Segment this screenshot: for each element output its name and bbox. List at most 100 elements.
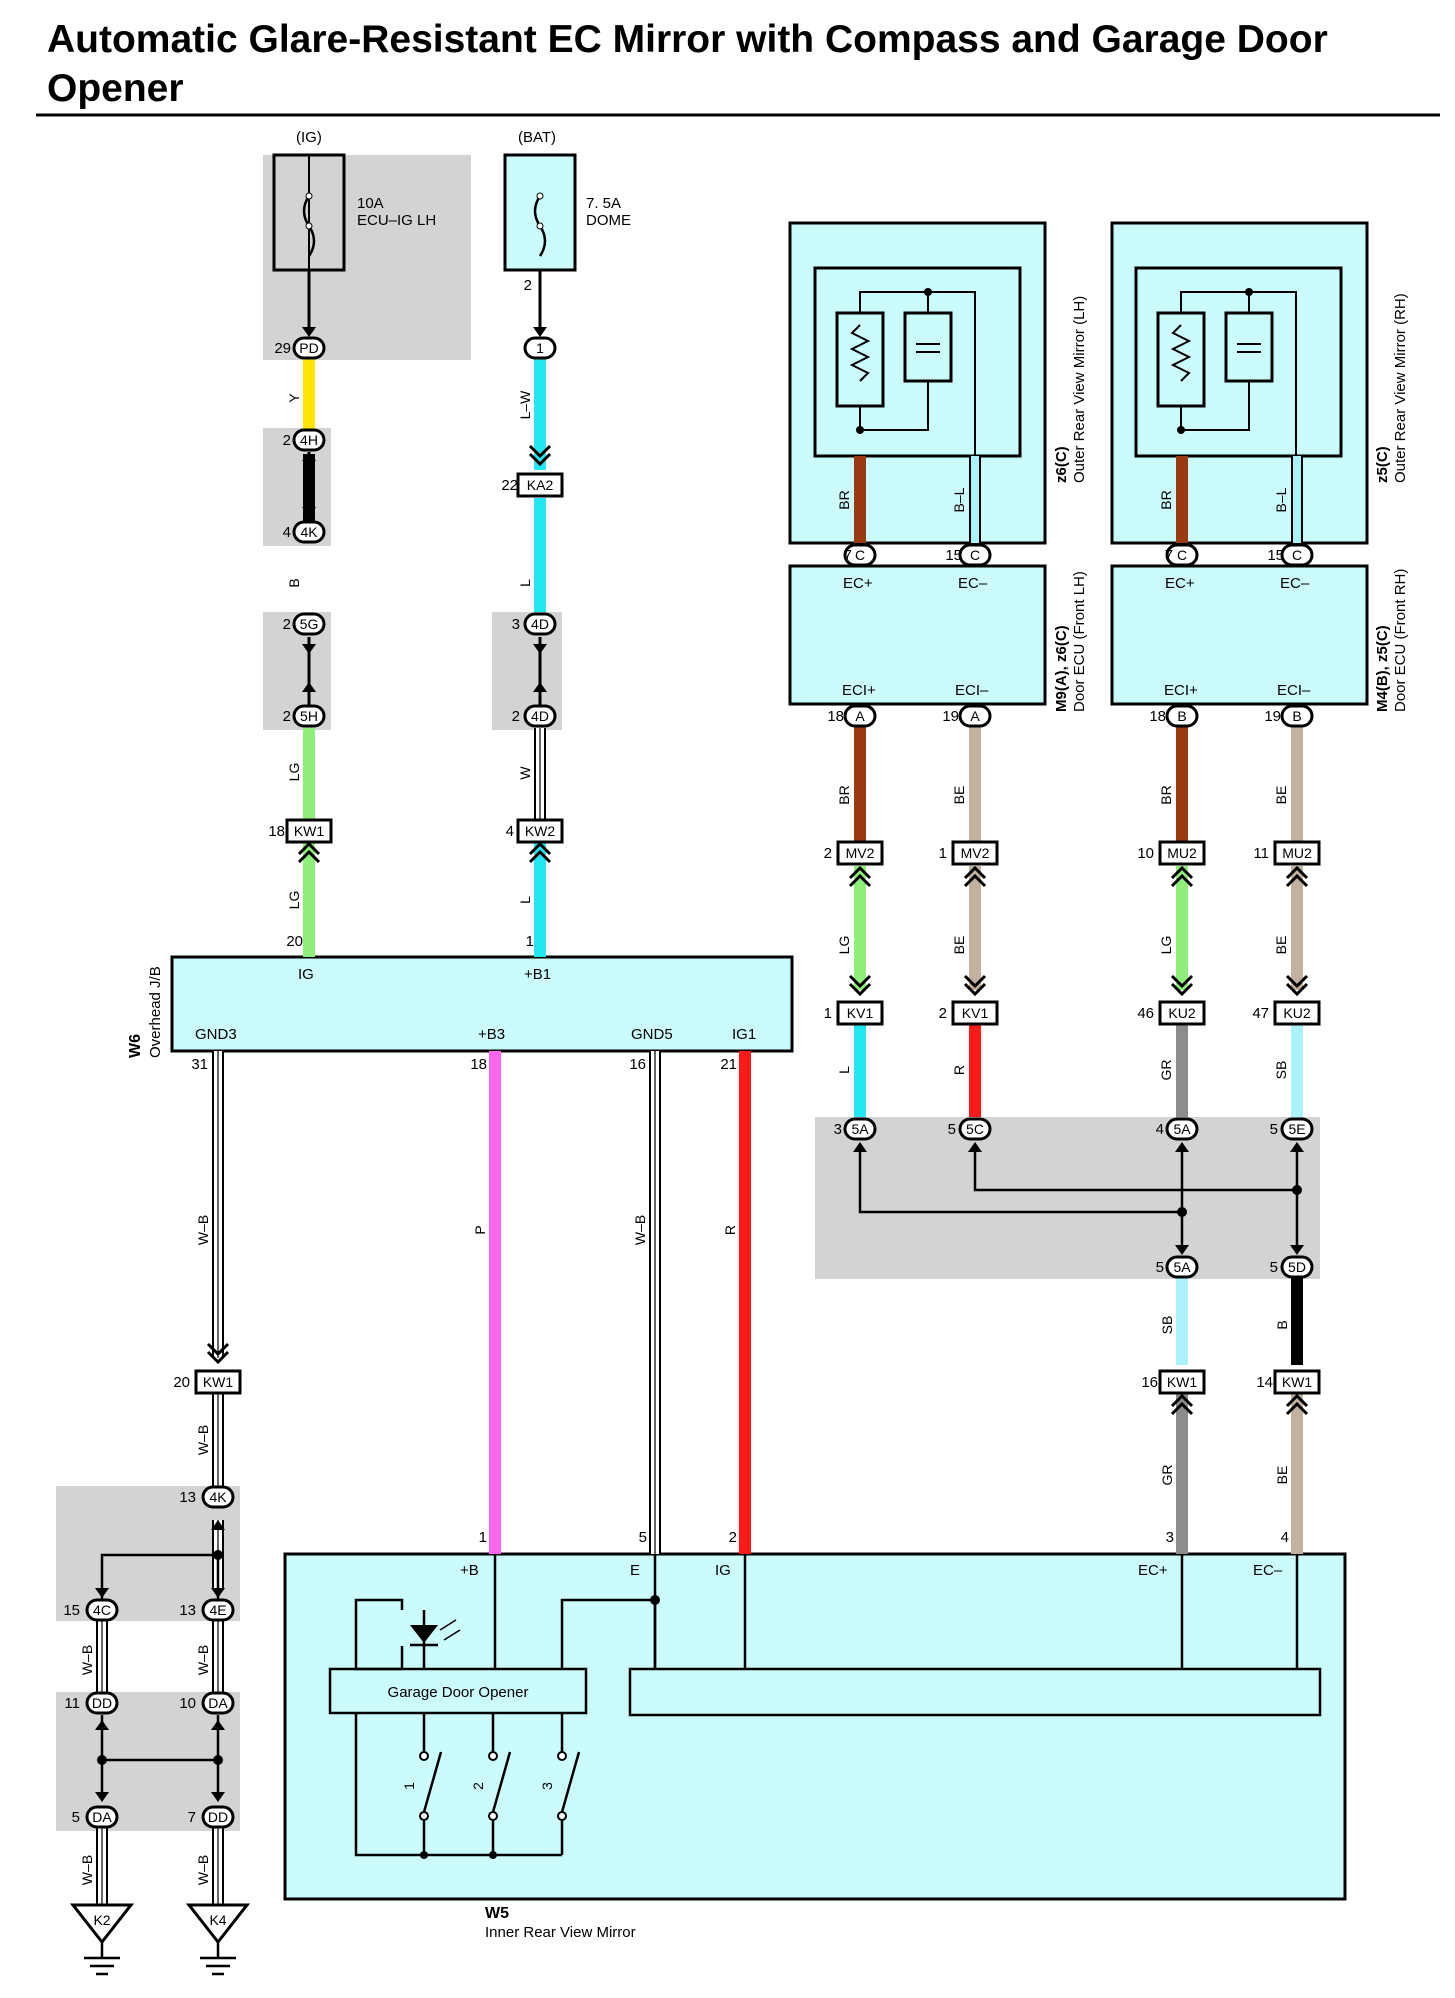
- connector-1: 1: [523, 336, 557, 360]
- chevron-mv2-minus-lh: [963, 865, 987, 888]
- pin-mv2-minus-lh: 1: [939, 845, 947, 862]
- ecu-lh-eci-plus: ECI+: [842, 682, 876, 699]
- arrow-4c: [95, 1588, 109, 1598]
- inner-mirror-name: Inner Rear View Mirror: [485, 1924, 636, 1941]
- connector-4k-lower: 4K: [201, 1485, 235, 1509]
- svg-text:4E: 4E: [209, 1602, 226, 1618]
- wire-b-5d-kw1: [1291, 1278, 1303, 1365]
- pin-5d-5: 5: [1270, 1259, 1278, 1276]
- arrow-5e: [1290, 1142, 1304, 1152]
- svg-text:C: C: [1292, 547, 1302, 563]
- outer-mirror-rh-name: Outer Rear View Mirror (RH): [1392, 293, 1409, 483]
- pin-jb-20: 20: [286, 933, 303, 950]
- chevron-kw1-rh-plus: [1170, 1393, 1194, 1416]
- wire-lg-kw1-jb: [303, 843, 315, 957]
- connector-5h: 5H: [292, 704, 326, 728]
- overhead-jb: [170, 955, 794, 1053]
- arrow-4k-lower: [211, 1520, 225, 1530]
- pin-mu2-plus-rh: 10: [1137, 845, 1154, 862]
- pin-4k-13: 13: [179, 1489, 196, 1506]
- svg-text:4H: 4H: [300, 432, 318, 448]
- wire-code-br-top-rh: BR: [1158, 490, 1174, 509]
- wire-code-lg-2: LG: [286, 891, 302, 910]
- connector-5e: 5E: [1280, 1117, 1314, 1141]
- svg-text:C: C: [1177, 547, 1187, 563]
- mirror-terminal-ec-plus: EC+: [1138, 1562, 1168, 1579]
- pin-4k-4: 4: [283, 524, 291, 541]
- wire-code-wb-k4: W–B: [195, 1855, 211, 1885]
- wire-lg-ecu-rh: [1176, 866, 1188, 990]
- shade-4k-4c-4e: [56, 1486, 240, 1621]
- chevron-mu2-minus-rh: [1285, 865, 1309, 888]
- connector-kw1-ig: KW1: [285, 818, 333, 844]
- connector-ka2: KA2: [516, 472, 564, 498]
- outer-mirror-rh-code: z5(C): [1374, 446, 1391, 483]
- arrow-da-bottom: [95, 1792, 109, 1802]
- junction-lines: [100, 1150, 1299, 1857]
- connector-dd-bottom: DD: [201, 1805, 235, 1829]
- connector-ecu-B-minus-rh: B: [1280, 704, 1314, 728]
- wire-code-wb-3: W–B: [195, 1425, 211, 1455]
- mirror-ec-module: [628, 1667, 1322, 1717]
- arrow-4k: [302, 498, 316, 508]
- connector-da-bottom: DA: [85, 1805, 119, 1829]
- svg-text:4D: 4D: [531, 616, 549, 632]
- pin-mv2-plus-lh: 2: [824, 845, 832, 862]
- wire-y-pd-4h: [303, 358, 315, 430]
- chevron-kw1-ig: [297, 841, 321, 864]
- page-title-line-2: Opener: [47, 67, 184, 110]
- pin-c-7-rh: 7: [1165, 547, 1173, 564]
- chevron-kw1-rh-minus: [1285, 1393, 1309, 1416]
- svg-text:KU2: KU2: [1168, 1005, 1195, 1021]
- connector-ecu-A-plus-lh: A: [843, 704, 877, 728]
- ecu-rh-ec-plus: EC+: [1165, 575, 1195, 592]
- wire-code-be2-lh: BE: [951, 936, 967, 955]
- wire-code-lw: L–W: [517, 390, 533, 420]
- chevron-ku2-minus-rh: [1285, 974, 1309, 997]
- pin-ecu-plus-rh: 18: [1149, 708, 1166, 725]
- connector-ecu-A-minus-lh: A: [958, 704, 992, 728]
- arrow-pd: [302, 327, 316, 337]
- connector-c-minus-lh: C: [958, 543, 992, 567]
- svg-text:5D: 5D: [1288, 1259, 1306, 1275]
- wire-wb-kw1-4k: [212, 1393, 224, 1486]
- arrow-5c: [968, 1142, 982, 1152]
- pin-pd-29: 29: [274, 340, 291, 357]
- wire-bl-mirror-lh: [969, 456, 981, 543]
- pin-da-10: 10: [179, 1695, 196, 1712]
- svg-text:MV2: MV2: [961, 845, 990, 861]
- door-ecu-lh-code: M9(A), z6(C): [1053, 625, 1070, 712]
- svg-text:KW1: KW1: [203, 1374, 234, 1390]
- connector-5c: 5C: [958, 1117, 992, 1141]
- wire-code-y: Y: [286, 393, 302, 403]
- connector-kw1-rh-plus: KW1: [1158, 1369, 1206, 1395]
- jb-terminal-gnd5: GND5: [631, 1026, 673, 1043]
- connector-dd-top: DD: [85, 1691, 119, 1715]
- svg-text:B: B: [1292, 708, 1301, 724]
- wire-code-lg-1: LG: [286, 763, 302, 782]
- jb-terminal-b1: +B1: [524, 966, 551, 983]
- wire-r-ig1: [739, 1051, 751, 1554]
- wire-p-b3: [489, 1051, 501, 1554]
- wire-code-gr-lower: GR: [1159, 1465, 1175, 1486]
- wire-lg-ecu-lh: [854, 866, 866, 990]
- pin-mirror-4: 4: [1281, 1529, 1289, 1546]
- arrow-4h: [302, 460, 316, 470]
- connector-4c: 4C: [85, 1598, 119, 1622]
- wire-gr-kw1-mirror: [1176, 1394, 1188, 1554]
- door-ecu-rh-name: Door ECU (Front RH): [1392, 569, 1409, 712]
- connector-ku2-minus-rh: KU2: [1273, 1000, 1321, 1026]
- wire-be-kw1-mirror: [1291, 1394, 1303, 1554]
- pin-ecu-minus-rh: 19: [1264, 708, 1281, 725]
- connector-c-plus-lh: C: [843, 543, 877, 567]
- connector-4k: 4K: [292, 520, 326, 544]
- wire-wb-gnd3: [212, 1051, 224, 1358]
- door-ecu-lh: [788, 564, 1047, 706]
- garage-door-opener-label: Garage Door Opener: [388, 1684, 529, 1701]
- connector-ku2-plus-rh: KU2: [1158, 1000, 1206, 1026]
- wire-wb-gnd5: [649, 1051, 661, 1554]
- connector-kw1-gnd: KW1: [194, 1369, 242, 1395]
- pin-5c-5: 5: [948, 1121, 956, 1138]
- pin-jb-31: 31: [191, 1056, 208, 1073]
- ec-element-rh: [1156, 288, 1297, 456]
